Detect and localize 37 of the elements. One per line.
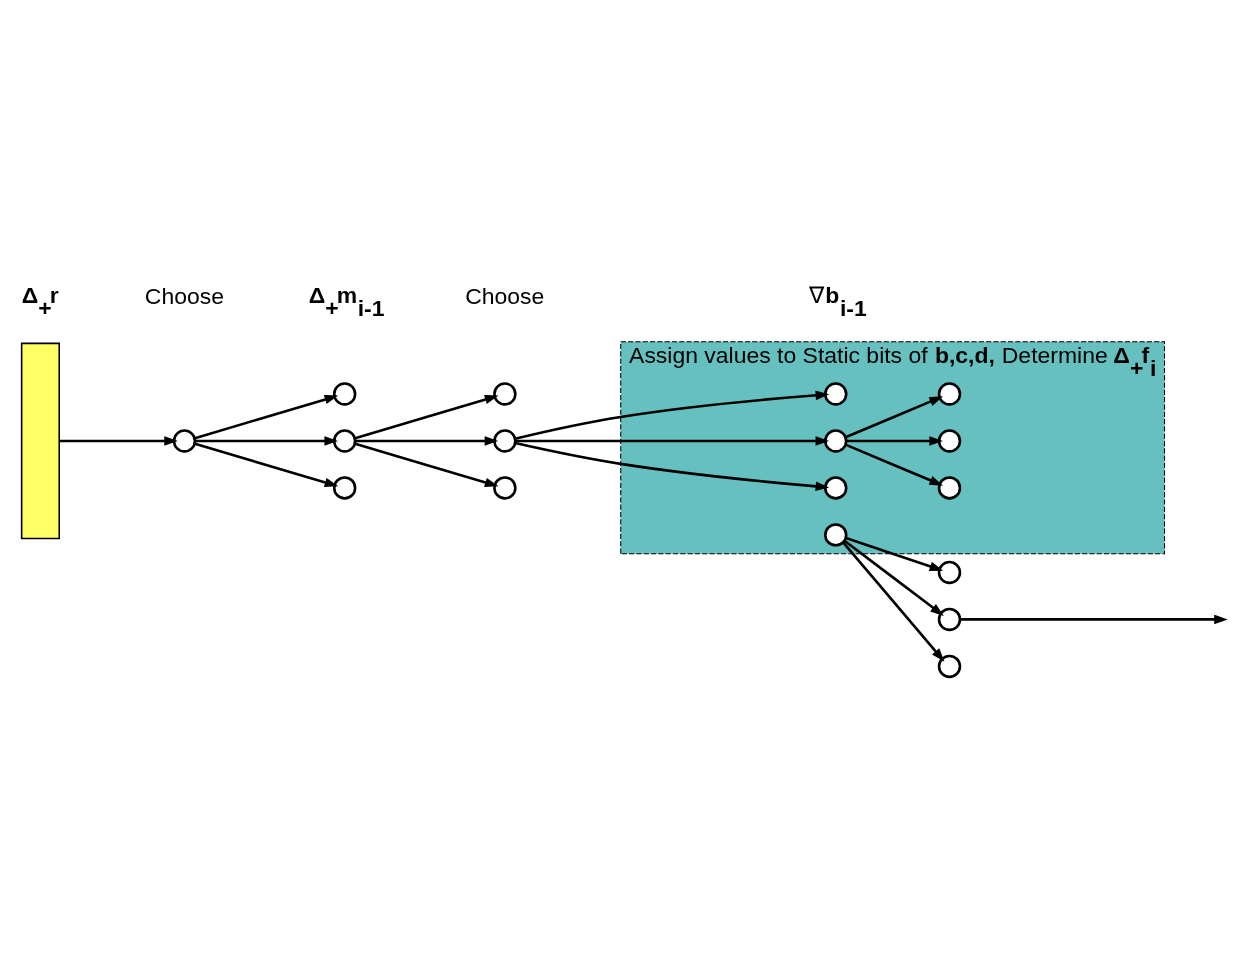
node-circle: [332, 476, 357, 500]
arrow: [514, 390, 830, 440]
node-circle: [937, 560, 962, 585]
node-circle: [937, 382, 962, 406]
node-circle: [493, 476, 517, 500]
node-circle: [824, 476, 848, 500]
arrow: [194, 436, 338, 446]
label: Choose: [465, 282, 545, 309]
node-circle: [493, 429, 517, 453]
node-box: [20, 342, 60, 540]
arrow: [845, 536, 944, 571]
arrow: [354, 394, 499, 440]
arrow: [515, 436, 830, 446]
arrow: [845, 443, 944, 486]
arrow: [59, 436, 178, 446]
node-circle: [332, 429, 357, 453]
node-circle: [937, 429, 962, 453]
node-circle: [937, 476, 962, 500]
node-circle: [937, 654, 962, 679]
arrow: [845, 396, 944, 439]
node-circle: [493, 382, 517, 406]
arrow: [194, 442, 339, 487]
arrow: [355, 436, 499, 446]
arrow: [842, 541, 945, 662]
node-circle: [824, 429, 848, 453]
node-circle: [937, 607, 962, 632]
label: Choose: [144, 282, 224, 309]
arrow: [354, 442, 499, 487]
node-circle: [824, 523, 848, 547]
node-circle: [824, 382, 848, 406]
node-circle: [332, 382, 357, 406]
arrow: [843, 539, 944, 616]
arrow: [194, 394, 339, 440]
arrow: [514, 441, 830, 492]
arrow: [846, 436, 943, 446]
arrow: [959, 614, 1228, 625]
node-circle: [172, 429, 197, 453]
